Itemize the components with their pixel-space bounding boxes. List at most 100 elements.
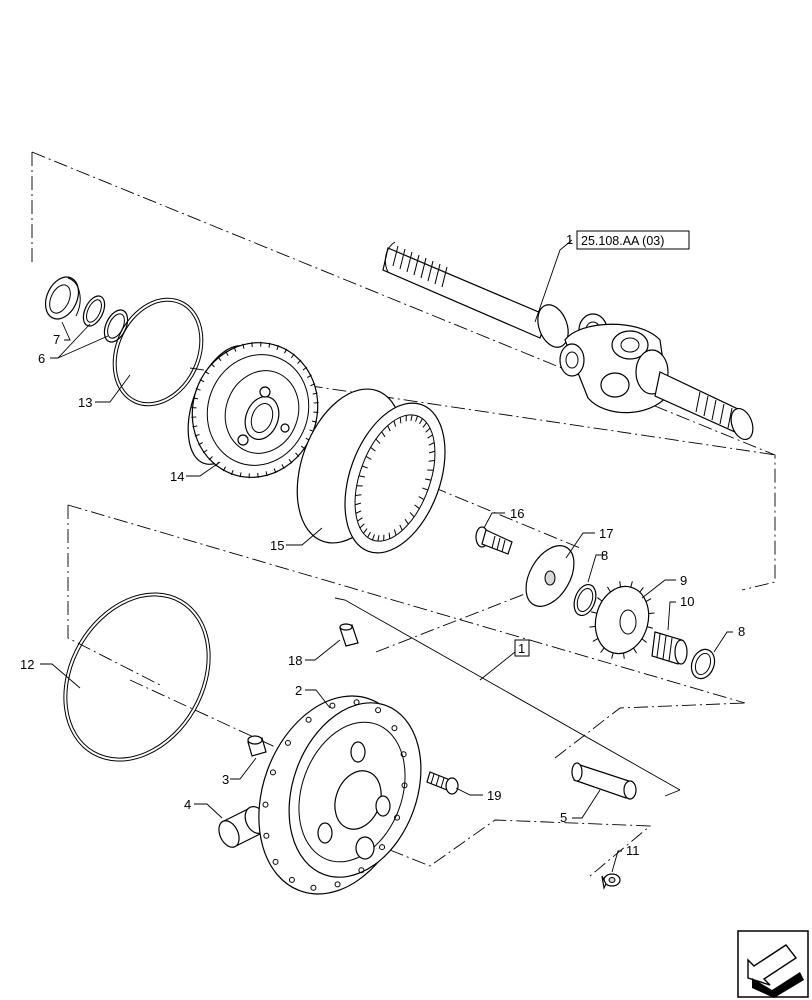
- callout-19: 19: [487, 788, 501, 803]
- gear-tooth: [414, 504, 420, 509]
- bolt-hole: [305, 716, 312, 723]
- gear-tooth: [362, 528, 368, 534]
- gear-tooth: [354, 502, 362, 506]
- callout-17: 17: [599, 526, 613, 541]
- callout-9: 9: [680, 573, 687, 588]
- assembly-boundary-lines: [31, 151, 777, 877]
- set-screw: [601, 873, 621, 890]
- gear-tooth: [630, 581, 633, 588]
- callout-4: 4: [184, 797, 191, 812]
- gear-tooth: [399, 417, 402, 424]
- assembly-box: [514, 639, 530, 657]
- gear-tooth: [230, 469, 234, 476]
- gear-tooth: [192, 425, 198, 428]
- gear-tooth: [290, 353, 295, 359]
- callout-1-ref-box: [576, 230, 690, 250]
- gear-tooth: [222, 466, 227, 472]
- dowel-pin: [339, 623, 359, 647]
- bolt-hole: [272, 858, 279, 865]
- bolt-hole: [262, 801, 269, 808]
- gear-tooth: [590, 611, 598, 614]
- gear-tooth: [639, 587, 644, 593]
- gear-tooth: [425, 478, 432, 481]
- retaining-ring: [112, 297, 204, 407]
- gear-tooth: [358, 475, 365, 478]
- gear-tooth: [300, 445, 306, 450]
- callout-12: 12: [20, 657, 34, 672]
- gear-tooth: [607, 586, 611, 593]
- gear-tooth: [198, 442, 204, 446]
- gear-tooth: [311, 420, 318, 423]
- gear-tooth: [418, 496, 425, 500]
- bolt-hole: [394, 814, 401, 821]
- leader-lines: [40, 239, 733, 873]
- callout-10: 10: [680, 594, 694, 609]
- bolt-hole: [401, 782, 408, 789]
- gear-tooth: [242, 343, 245, 349]
- gear-tooth: [370, 447, 376, 452]
- carrier-cover: [258, 695, 422, 895]
- callout-6: 6: [38, 351, 45, 366]
- gear-tooth: [359, 523, 365, 529]
- gear-tooth: [192, 397, 199, 400]
- callout-5: 5: [560, 810, 567, 825]
- gear-tooth: [425, 427, 431, 433]
- gear-tooth: [589, 625, 596, 628]
- gear-tooth: [393, 529, 397, 536]
- arrow-previous-icon[interactable]: [737, 930, 809, 998]
- gear-tooth: [619, 581, 622, 588]
- axle-shaft: [382, 241, 754, 441]
- gear-tooth: [239, 472, 242, 478]
- gear-tooth: [375, 438, 381, 444]
- gear-tooth: [225, 351, 229, 356]
- gear-tooth: [202, 449, 208, 454]
- gear-tooth: [306, 374, 312, 378]
- bolt-hole: [379, 844, 386, 851]
- assembly-bracket: [334, 597, 681, 797]
- gear-tooth: [276, 344, 280, 351]
- bolt-hole: [310, 884, 317, 891]
- callout-18: 18: [288, 653, 302, 668]
- planet-shaft: [571, 762, 637, 800]
- gear-tooth: [388, 532, 391, 539]
- gear-tooth: [410, 414, 413, 421]
- cover-bolt: [426, 771, 459, 795]
- gear-tooth: [611, 652, 614, 659]
- bolt: [475, 526, 513, 555]
- gear-tooth: [422, 422, 428, 428]
- gear-tooth: [409, 512, 415, 518]
- callout-1: 1: [566, 232, 573, 247]
- gear-tooth: [302, 366, 308, 371]
- gear-tooth: [428, 460, 435, 462]
- gear-tooth: [419, 418, 423, 425]
- gear-tooth: [194, 433, 200, 437]
- bolt-hole: [288, 876, 295, 883]
- assembly-box-label: 1: [518, 641, 525, 656]
- gear-tooth: [268, 342, 271, 348]
- gear-tooth: [217, 356, 222, 362]
- gear-tooth: [295, 452, 300, 457]
- gear-tooth: [204, 370, 210, 375]
- gear-tooth: [592, 638, 599, 642]
- gear-tooth: [288, 458, 293, 464]
- bolt-hole: [334, 881, 341, 888]
- gear-tooth: [377, 535, 380, 542]
- gear-tooth: [355, 494, 362, 496]
- gear-tooth: [355, 510, 362, 514]
- bolt-hole: [358, 867, 365, 874]
- callout-14: 14: [170, 469, 184, 484]
- gear-tooth: [399, 524, 403, 531]
- gear-tooth: [646, 626, 654, 629]
- gear-tooth: [600, 647, 605, 653]
- gear-tooth: [404, 518, 409, 525]
- gear-tooth: [428, 442, 435, 446]
- gear-tooth: [367, 531, 371, 538]
- gear-tooth: [265, 471, 268, 477]
- needle-bearing: [651, 631, 688, 665]
- ring-gear-hub: [187, 341, 319, 479]
- bolt-hole: [400, 751, 407, 758]
- gear-tooth: [297, 359, 302, 364]
- internal-ring-gear: [296, 388, 446, 554]
- gear-tooth: [381, 431, 386, 438]
